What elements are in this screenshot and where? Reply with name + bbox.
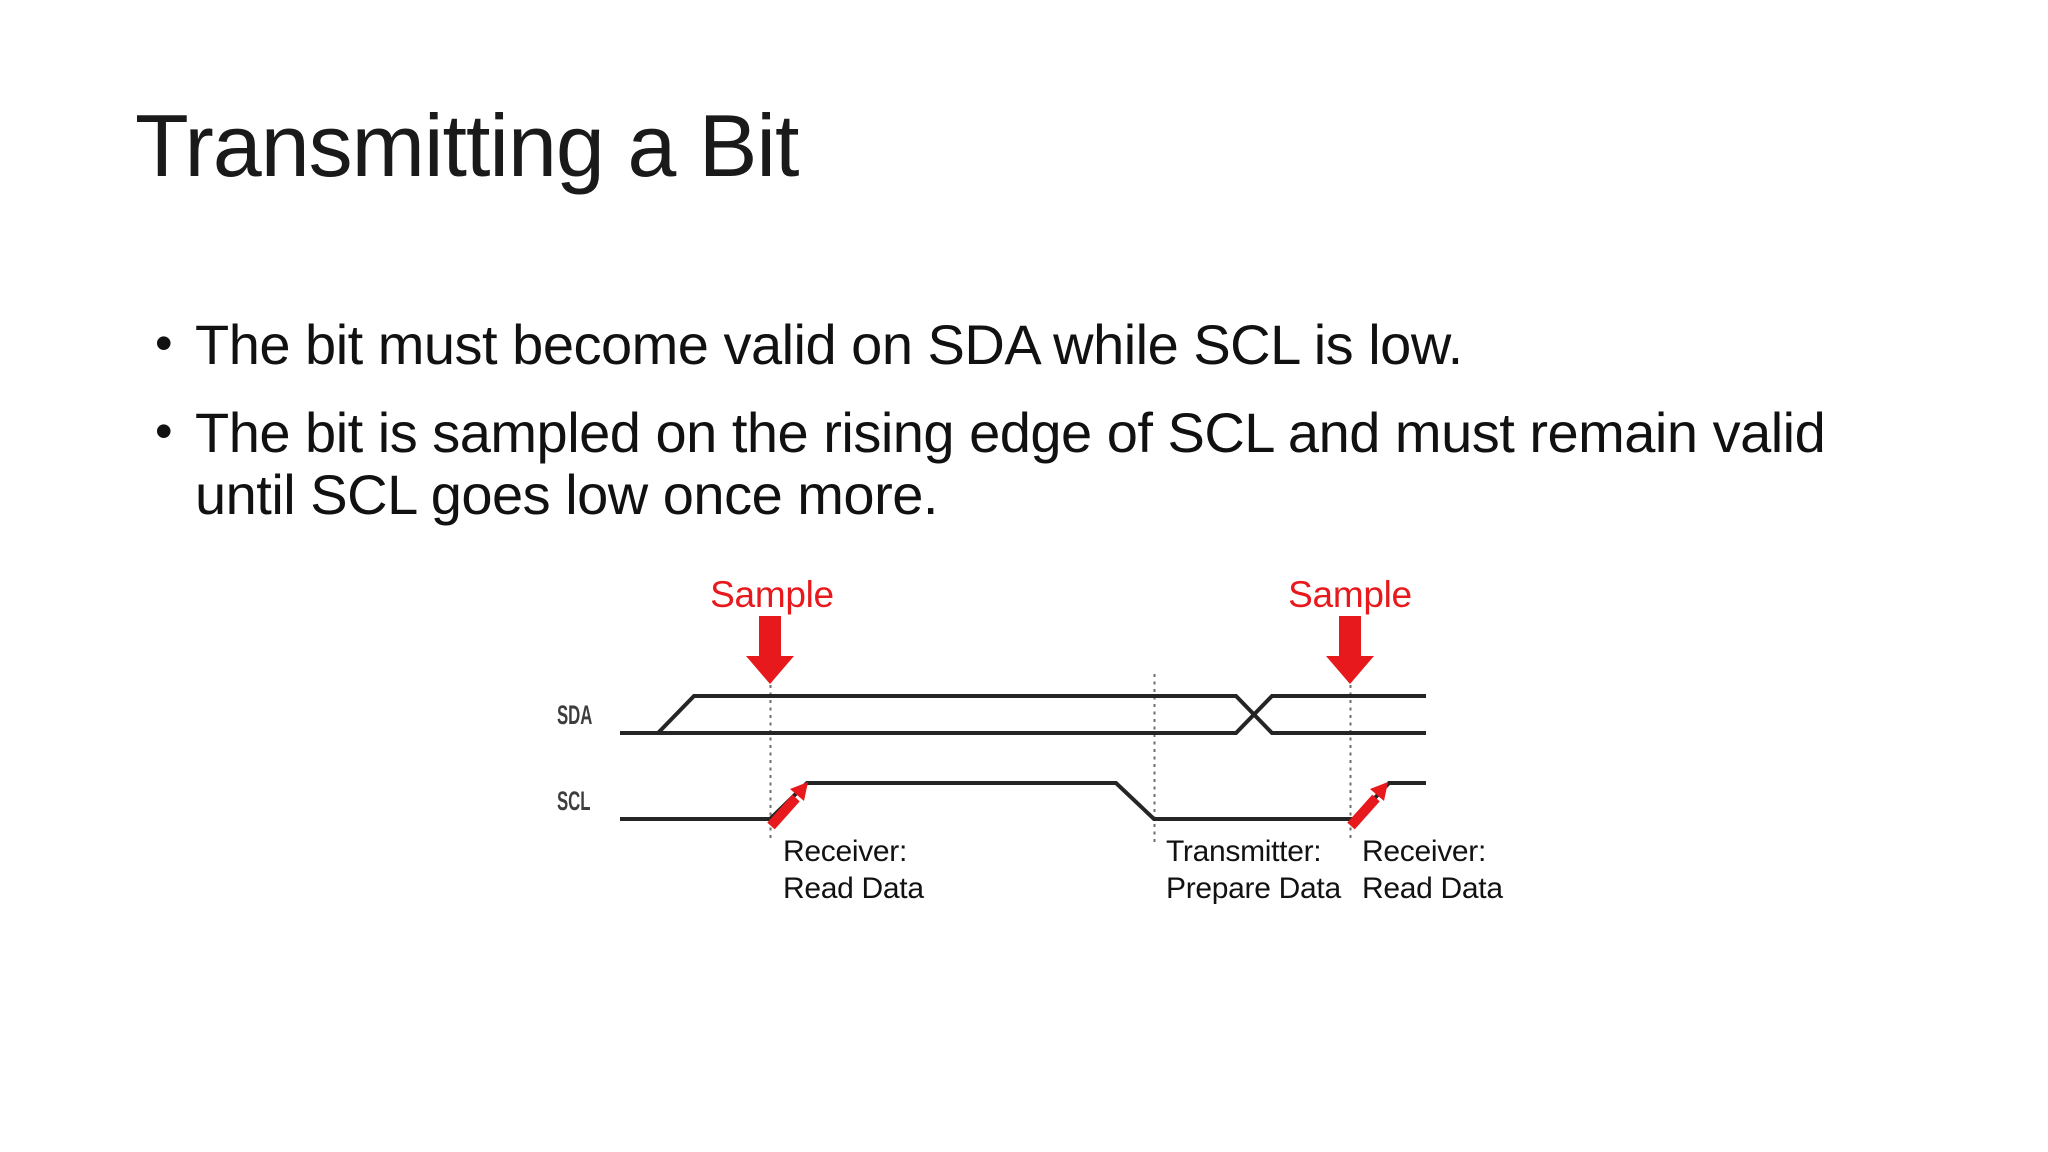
annotation-transmitter-prepare: Transmitter: Prepare Data [1166,833,1341,907]
sda-waveform-rail-high [656,694,1426,735]
sample-arrow-down-icon [1326,616,1374,684]
scl-waveform [620,781,1426,821]
rising-edge-arrow-icon [790,782,808,801]
sample-label: Sample [710,574,834,615]
annotation-line: Transmitter: [1166,835,1322,868]
annotation-receiver-read: Receiver: Read Data [783,833,924,907]
annotation-line: Receiver: [1362,835,1487,868]
scl-signal-label: SCL [557,786,591,816]
sample-arrow-down-icon [746,616,794,684]
sample-label: Sample [1288,574,1412,615]
sda-waveform-rail-low [620,694,1426,735]
bullet-item: The bit must become valid on SDA while S… [155,312,1955,376]
annotation-receiver-read: Receiver: Read Data [1362,833,1503,907]
annotation-line: Read Data [1362,872,1503,905]
annotation-line: Read Data [783,872,924,905]
sda-signal-label: SDA [557,700,593,730]
bullet-list: The bit must become valid on SDA while S… [155,312,1955,552]
annotation-line: Prepare Data [1166,872,1341,905]
rising-edge-arrow-icon [1347,794,1380,830]
rising-edge-arrow-icon [1370,782,1388,801]
rising-edge-arrow-icon [767,794,800,830]
annotation-line: Receiver: [783,835,908,868]
page-title: Transmitting a Bit [135,96,799,195]
bullet-item: The bit is sampled on the rising edge of… [155,400,1955,526]
